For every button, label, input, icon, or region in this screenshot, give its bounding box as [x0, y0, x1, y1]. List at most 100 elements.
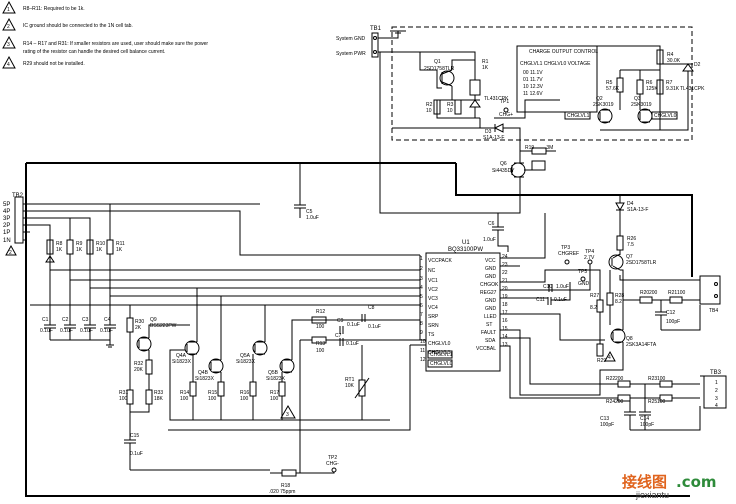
svg-text:3: 3: [420, 276, 423, 282]
svg-text:TP3: TP3: [561, 245, 570, 251]
svg-text:11 12.6V: 11 12.6V: [523, 91, 543, 97]
svg-text:17: 17: [502, 310, 508, 316]
svg-text:TP1: TP1: [500, 99, 509, 105]
svg-text:100pF: 100pF: [640, 422, 654, 428]
svg-text:C5: C5: [306, 209, 313, 215]
svg-text:2: 2: [9, 250, 12, 256]
note-text: R8–R11: Required to be 1k.: [23, 6, 85, 12]
tb4-connector: TB4: [699, 275, 721, 314]
svg-text:2SK3019: 2SK3019: [593, 102, 614, 108]
notes-block: 1 R8–R11: Required to be 1k. 2 IC ground…: [2, 0, 208, 69]
svg-text:C8: C8: [368, 305, 375, 311]
svg-text:125K: 125K: [646, 86, 658, 92]
svg-text:0.1uF: 0.1uF: [347, 322, 360, 328]
svg-text:23: 23: [502, 262, 508, 268]
note-text: IC ground should be connected to the 1N …: [23, 23, 133, 29]
svg-text:2K: 2K: [135, 325, 142, 331]
svg-text:R15: R15: [208, 390, 217, 396]
note-text: R14 – R17 and R31: If smaller resistors …: [23, 41, 208, 47]
ic-left-pin-numbers: 1 2 3 4 5 6 7 8 9 10 11 12: [420, 256, 426, 363]
c3-capacitor: C30.1uF: [80, 317, 96, 340]
svg-text:100: 100: [677, 290, 686, 296]
svg-text:C7: C7: [335, 333, 342, 339]
svg-text:01 11.7V: 01 11.7V: [523, 77, 543, 83]
svg-text:CHG-: CHG-: [326, 461, 339, 467]
svg-text:10: 10: [426, 108, 432, 114]
ic-right-pin-numbers: 24 23 22 21 20 19 18 17 16 15 14 13: [502, 254, 508, 348]
svg-text:14: 14: [502, 334, 508, 340]
svg-text:GND: GND: [578, 281, 590, 287]
svg-text:3: 3: [286, 412, 289, 418]
svg-text:22: 22: [502, 270, 508, 276]
svg-text:.3M: .3M: [545, 145, 553, 151]
svg-text:19: 19: [502, 294, 508, 300]
svg-text:R16: R16: [240, 390, 249, 396]
svg-text:6: 6: [420, 303, 423, 309]
svg-text:1K: 1K: [96, 247, 103, 253]
svg-text:Q2: Q2: [596, 96, 603, 102]
note-4: 4 R29 should not be installed.: [2, 55, 85, 69]
svg-text:D4: D4: [627, 201, 634, 207]
svg-text:R10: R10: [96, 241, 105, 247]
svg-text:C12: C12: [666, 310, 675, 316]
svg-text:GND: GND: [485, 306, 497, 312]
svg-text:4: 4: [420, 285, 423, 291]
svg-text:VCCBAL: VCCBAL: [476, 346, 496, 352]
svg-text:20K: 20K: [134, 367, 144, 373]
svg-text:R14: R14: [180, 390, 189, 396]
svg-text:100: 100: [316, 324, 325, 330]
svg-text:R3: R3: [447, 102, 454, 108]
svg-text:R11: R11: [116, 241, 125, 247]
svg-text:0.1uF: 0.1uF: [368, 324, 381, 330]
svg-text:R29: R29: [597, 358, 606, 364]
svg-text:1.0uF: 1.0uF: [306, 215, 319, 221]
svg-text:Si4435DY: Si4435DY: [492, 168, 515, 174]
svg-text:R13: R13: [316, 341, 325, 347]
charger-region: [391, 26, 693, 141]
svg-text:Si1823X: Si1823X: [236, 359, 256, 365]
svg-text:C6: C6: [488, 221, 495, 227]
svg-text:20: 20: [502, 286, 508, 292]
note-3: 3 R14 – R17 and R31: If smaller resistor…: [2, 35, 208, 55]
svg-text:9.31K: 9.31K: [666, 86, 680, 92]
svg-text:Si1823X: Si1823X: [195, 376, 215, 382]
svg-text:Q4B: Q4B: [198, 370, 209, 376]
c2-capacitor: C20.1uF: [60, 317, 76, 340]
r19-resistor: R19.3M: [525, 145, 553, 155]
svg-text:R2: R2: [426, 102, 433, 108]
svg-text:R25: R25: [648, 399, 657, 405]
svg-text:24: 24: [502, 254, 508, 260]
svg-text:GND: GND: [485, 298, 497, 304]
svg-text:VC2: VC2: [428, 287, 438, 293]
tb1-connector: TB1 System GND System PWR: [336, 26, 382, 58]
svg-text:10: 10: [447, 108, 453, 114]
c4-capacitor: C40.1uF: [100, 317, 116, 340]
svg-text:2SD1758TLR: 2SD1758TLR: [424, 66, 455, 72]
svg-text:1N: 1N: [3, 238, 11, 244]
svg-text:System PWR: System PWR: [336, 51, 366, 57]
svg-text:100: 100: [240, 396, 249, 402]
svg-text:C3: C3: [82, 317, 89, 323]
c5-capacitor: C51.0uF: [294, 163, 319, 221]
svg-text:R33: R33: [154, 390, 163, 396]
svg-text:7: 7: [420, 312, 423, 318]
svg-text:R32: R32: [134, 361, 143, 367]
svg-text:5P: 5P: [3, 202, 10, 208]
svg-text:100: 100: [180, 396, 189, 402]
svg-text:100: 100: [208, 396, 217, 402]
svg-text:TS: TS: [428, 332, 435, 338]
svg-text:2.7V: 2.7V: [584, 255, 595, 261]
